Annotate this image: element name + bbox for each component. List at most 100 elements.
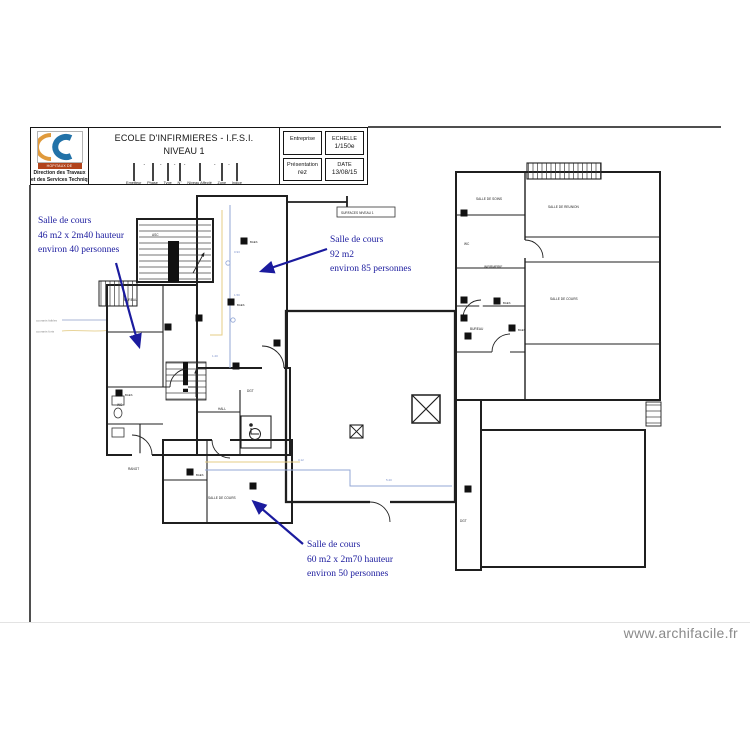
- room-label: BUREAU: [124, 298, 138, 302]
- logo-graphic: [34, 133, 72, 161]
- ref-field-label: Zone: [217, 181, 227, 184]
- title-block: HOPITAUX DE CHARTRES Direction des Trava…: [30, 127, 368, 185]
- presentation-value: rez: [297, 169, 308, 177]
- ref-field: Indice: [232, 163, 242, 184]
- date-value: 13/08/15: [331, 169, 358, 177]
- ref-field: Type: [164, 163, 172, 184]
- organization-logo: [34, 131, 83, 163]
- legend: courants faibles courants forts: [36, 319, 107, 334]
- right-balcony-hatch: [526, 162, 662, 427]
- archifacile-watermark: www.archifacile.fr: [623, 625, 738, 641]
- annotation-line: Salle de cours: [307, 540, 361, 550]
- room-label: DGT: [247, 389, 254, 393]
- org-line2: et des Services Techniques: [31, 177, 88, 183]
- ref-field-label: Indice: [231, 181, 242, 184]
- annotation-line: 46 m2 x 2m40 hauteur: [38, 230, 125, 241]
- legend-label: courants faibles: [36, 319, 58, 323]
- info-chip: SURFACES NIVEAU 1: [336, 206, 396, 218]
- logo-cell: HOPITAUX DE CHARTRES Direction des Trava…: [31, 128, 89, 184]
- annotation-arrows: [114, 247, 328, 545]
- device-caption: BAES: [518, 328, 526, 332]
- echelle-value: 1/150e: [334, 142, 355, 150]
- info-chip-text: SURFACES NIVEAU 1: [341, 211, 374, 215]
- presentation-box: Présentation rez: [283, 157, 322, 181]
- room-label: DGT: [460, 519, 467, 523]
- device-captions: BAES BAES BAES BAES BAES BAES: [125, 240, 526, 477]
- dim-text: 0.93: [234, 250, 240, 254]
- presentation-label: Présentation: [287, 162, 318, 169]
- dimension-texts: 0.93 1.50 1.20 3.12 5.20: [212, 250, 392, 482]
- roof-opening-small: [349, 424, 364, 439]
- reference-fields: Emetteur - Phase - Type - N° - Niveau Af…: [89, 162, 279, 185]
- left-balcony-hatch: [98, 280, 138, 307]
- annotation-line: Salle de cours: [330, 235, 384, 245]
- annotation-line: 92 m2: [330, 249, 355, 260]
- ref-field-label: Phase: [147, 181, 158, 184]
- ref-field-label: N°: [177, 181, 182, 184]
- ref-field: Emetteur: [126, 163, 141, 184]
- ref-field: Niveau Affecté: [187, 163, 212, 184]
- ref-field-label: Type: [163, 181, 172, 184]
- title-cell: ECOLE D'INFIRMIERES - I.F.S.I. NIVEAU 1 …: [89, 128, 279, 184]
- date-box: DATE 13/08/15: [325, 157, 364, 181]
- room-label: SALLE DE COURS: [208, 496, 236, 500]
- ref-dash: -: [228, 162, 230, 168]
- annotation-line: environ 40 personnes: [38, 245, 120, 255]
- dim-text: 5.20: [386, 478, 392, 482]
- room-label: RANGT: [128, 467, 139, 471]
- ref-field-label: Emetteur: [126, 181, 142, 184]
- room-label: INFIRMERIE: [484, 265, 502, 269]
- device-caption: BAES: [196, 473, 204, 477]
- arrow-to-46m2: [114, 262, 142, 350]
- annotation-line: Salle de cours: [38, 216, 92, 226]
- room-label: BUREAU: [470, 327, 484, 331]
- right-wing-walls: [455, 171, 661, 571]
- staircase-mid: [165, 361, 207, 401]
- entreprise-label: Entreprise: [289, 135, 316, 142]
- room-label: WC: [117, 403, 123, 407]
- logo-banner: HOPITAUX DE CHARTRES: [37, 163, 82, 169]
- annotation-line: 60 m2 x 2m70 hauteur: [307, 554, 394, 565]
- annotation-60m2: Salle de cours 60 m2 x 2m70 hauteur envi…: [307, 538, 393, 582]
- roof-opening-large: [411, 394, 441, 424]
- annotation-92m2: Salle de cours 92 m2 environ 85 personne…: [330, 233, 411, 277]
- device-caption: BAES: [503, 301, 511, 305]
- annotation-46m2: Salle de cours 46 m2 x 2m40 hauteur envi…: [38, 214, 124, 258]
- room-label: SALLE DE SOINS: [476, 197, 502, 201]
- footer-strip: www.archifacile.fr: [0, 622, 750, 643]
- accessible-wc-symbol: [240, 415, 272, 449]
- room-label: HALL: [218, 407, 226, 411]
- courtyard: [284, 309, 457, 504]
- echelle-label: ECHELLE: [331, 135, 358, 142]
- arrow-to-92m2: [258, 247, 328, 274]
- ref-dash: -: [183, 162, 186, 168]
- ref-field: Phase: [147, 163, 158, 184]
- ref-field-label: Niveau Affecté: [187, 181, 212, 184]
- echelle-box: ECHELLE 1/150e: [325, 131, 364, 155]
- ref-dash: -: [213, 162, 216, 168]
- room-label: SALLE DE REUNION: [548, 205, 580, 209]
- ref-dash: -: [159, 162, 162, 168]
- room-label: WC: [464, 242, 470, 246]
- entreprise-box: Entreprise: [283, 131, 322, 155]
- annotation-line: environ 50 personnes: [307, 569, 389, 579]
- dim-text: 3.12: [298, 458, 304, 462]
- ref-field: N°: [177, 163, 182, 184]
- device-caption: BAES: [237, 303, 245, 307]
- arrow-to-60m2: [251, 499, 304, 545]
- ref-dash: -: [173, 162, 176, 168]
- door-openings: [131, 239, 544, 523]
- annotation-line: environ 85 personnes: [330, 264, 412, 274]
- staircase-top: [139, 222, 211, 282]
- device-squares: [115, 209, 516, 493]
- dim-text: 1.50: [234, 293, 240, 297]
- wc-fixtures: [111, 395, 125, 438]
- room-label: ASC: [152, 233, 159, 237]
- device-caption: BAES: [125, 393, 133, 397]
- level-title: NIVEAU 1: [163, 146, 205, 156]
- ref-dash: -: [143, 162, 146, 168]
- room-labels: BUREAU WC RANGT HALL SALLE DE COURS DGT …: [117, 197, 580, 523]
- legend-line-yellow: [61, 330, 107, 332]
- legend-label: courants forts: [36, 330, 55, 334]
